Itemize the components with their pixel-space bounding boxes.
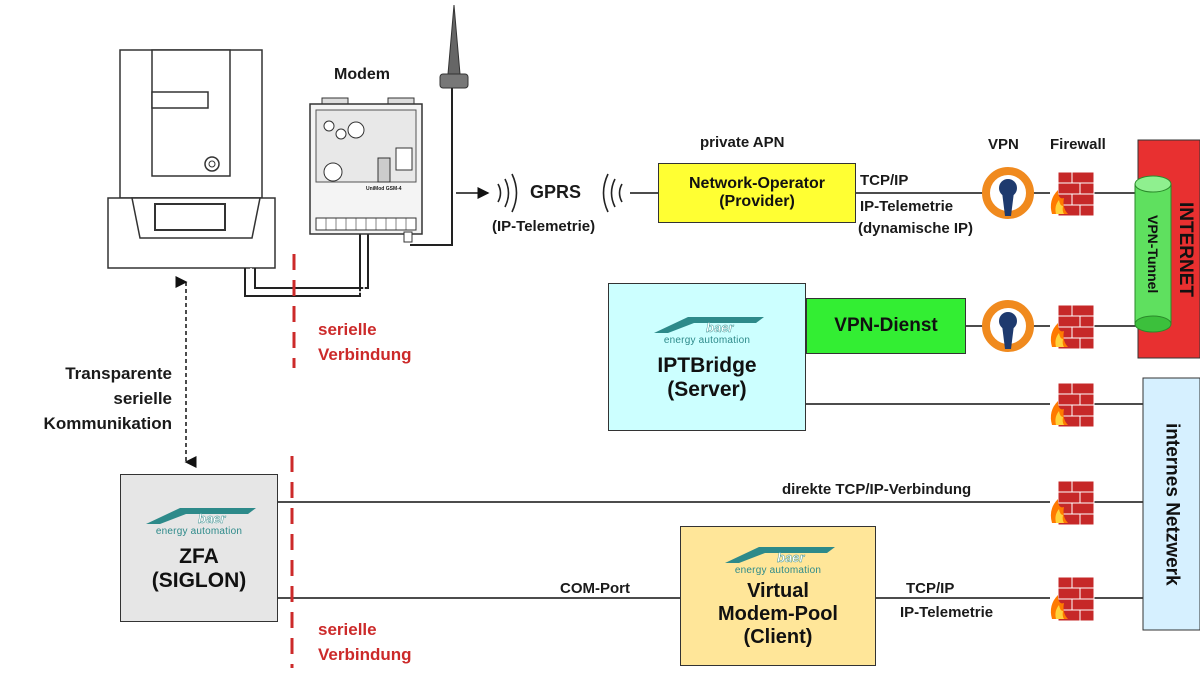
zfa-box: baer energy automation ZFA (SIGLON)	[120, 474, 278, 622]
svg-text:baer: baer	[706, 320, 734, 335]
firewall-icon	[1050, 576, 1095, 622]
gprs-title: GPRS	[530, 182, 582, 202]
vpn-dienst-box: VPN-Dienst	[806, 298, 966, 354]
transparent-line2: serielle	[113, 389, 172, 408]
svg-text:baer: baer	[198, 511, 226, 526]
firewall-icon	[1050, 304, 1095, 350]
zfa-line2: (SIGLON)	[151, 568, 247, 592]
svg-text:baer: baer	[777, 550, 805, 565]
operator-link-line2: IP-Telemetrie	[860, 198, 954, 215]
logo-subtitle: energy automation	[734, 565, 822, 576]
netzwerk-box	[1142, 377, 1200, 631]
vpn-icon	[982, 167, 1034, 219]
firewall-icon	[1050, 480, 1095, 526]
com-port-label: COM-Port	[560, 580, 630, 597]
operator-link-line3: (dynamische IP)	[858, 220, 974, 237]
vmp-line3: (Client)	[743, 626, 813, 648]
transparent-line1: Transparente	[65, 364, 172, 383]
vmp-line2: Modem-Pool	[718, 603, 838, 625]
baer-logo-icon: baer	[654, 316, 764, 335]
operator-box: Network-Operator (Provider)	[658, 163, 856, 223]
firewall-icon	[1050, 382, 1095, 428]
netzwerk-label: internes Netzwerk	[1161, 422, 1183, 586]
iptbridge-line2: (Server)	[667, 377, 747, 401]
direct-link-label: direkte TCP/IP-Verbindung	[782, 481, 972, 498]
gprs-subtitle: (IP-Telemetrie)	[492, 218, 596, 235]
vpn-label: VPN	[988, 136, 1019, 153]
vpn-icon	[982, 300, 1034, 352]
vmp-box: baer energy automation Virtual Modem-Poo…	[680, 526, 876, 666]
serial-bottom-line2: Verbindung	[318, 645, 412, 664]
radio-waves-icon	[497, 173, 623, 213]
antenna	[410, 4, 469, 246]
iptbridge-box: baer energy automation IPTBridge (Server…	[608, 283, 806, 431]
logo-subtitle: energy automation	[663, 334, 751, 346]
zfa-line1: ZFA	[179, 544, 219, 568]
serial-bottom-line1: serielle	[318, 620, 377, 639]
logo-subtitle: energy automation	[155, 525, 243, 537]
firewall-label: Firewall	[1050, 136, 1106, 153]
apn-label: private APN	[700, 134, 785, 151]
baer-logo-icon: baer	[725, 547, 835, 565]
serial-top-line2: Verbindung	[318, 345, 412, 364]
internet-label: INTERNET	[1175, 201, 1196, 297]
vmp-link-line1: TCP/IP	[906, 580, 955, 597]
vpn-tunnel-label: VPN-Tunnel	[1145, 214, 1161, 294]
firewall-icon	[1050, 171, 1095, 217]
vpn-dienst-label: VPN-Dienst	[834, 315, 938, 336]
baer-logo-icon: baer	[146, 507, 256, 526]
serial-cable	[244, 232, 369, 297]
modem-brand: UniMod GSM-4	[366, 186, 402, 192]
modem-device	[309, 97, 423, 243]
modem-title: Modem	[334, 66, 390, 83]
transparent-line3: Kommunikation	[43, 414, 172, 433]
serial-top-line1: serielle	[318, 320, 377, 339]
operator-line2: (Provider)	[719, 193, 795, 210]
operator-line1: Network-Operator	[688, 175, 826, 192]
vpn-tunnel	[1134, 175, 1172, 333]
operator-link-line1: TCP/IP	[860, 172, 909, 189]
meter-device	[107, 49, 276, 269]
vmp-line1: Virtual	[747, 580, 809, 602]
vmp-link-line2: IP-Telemetrie	[900, 604, 994, 621]
iptbridge-line1: IPTBridge	[657, 353, 757, 377]
